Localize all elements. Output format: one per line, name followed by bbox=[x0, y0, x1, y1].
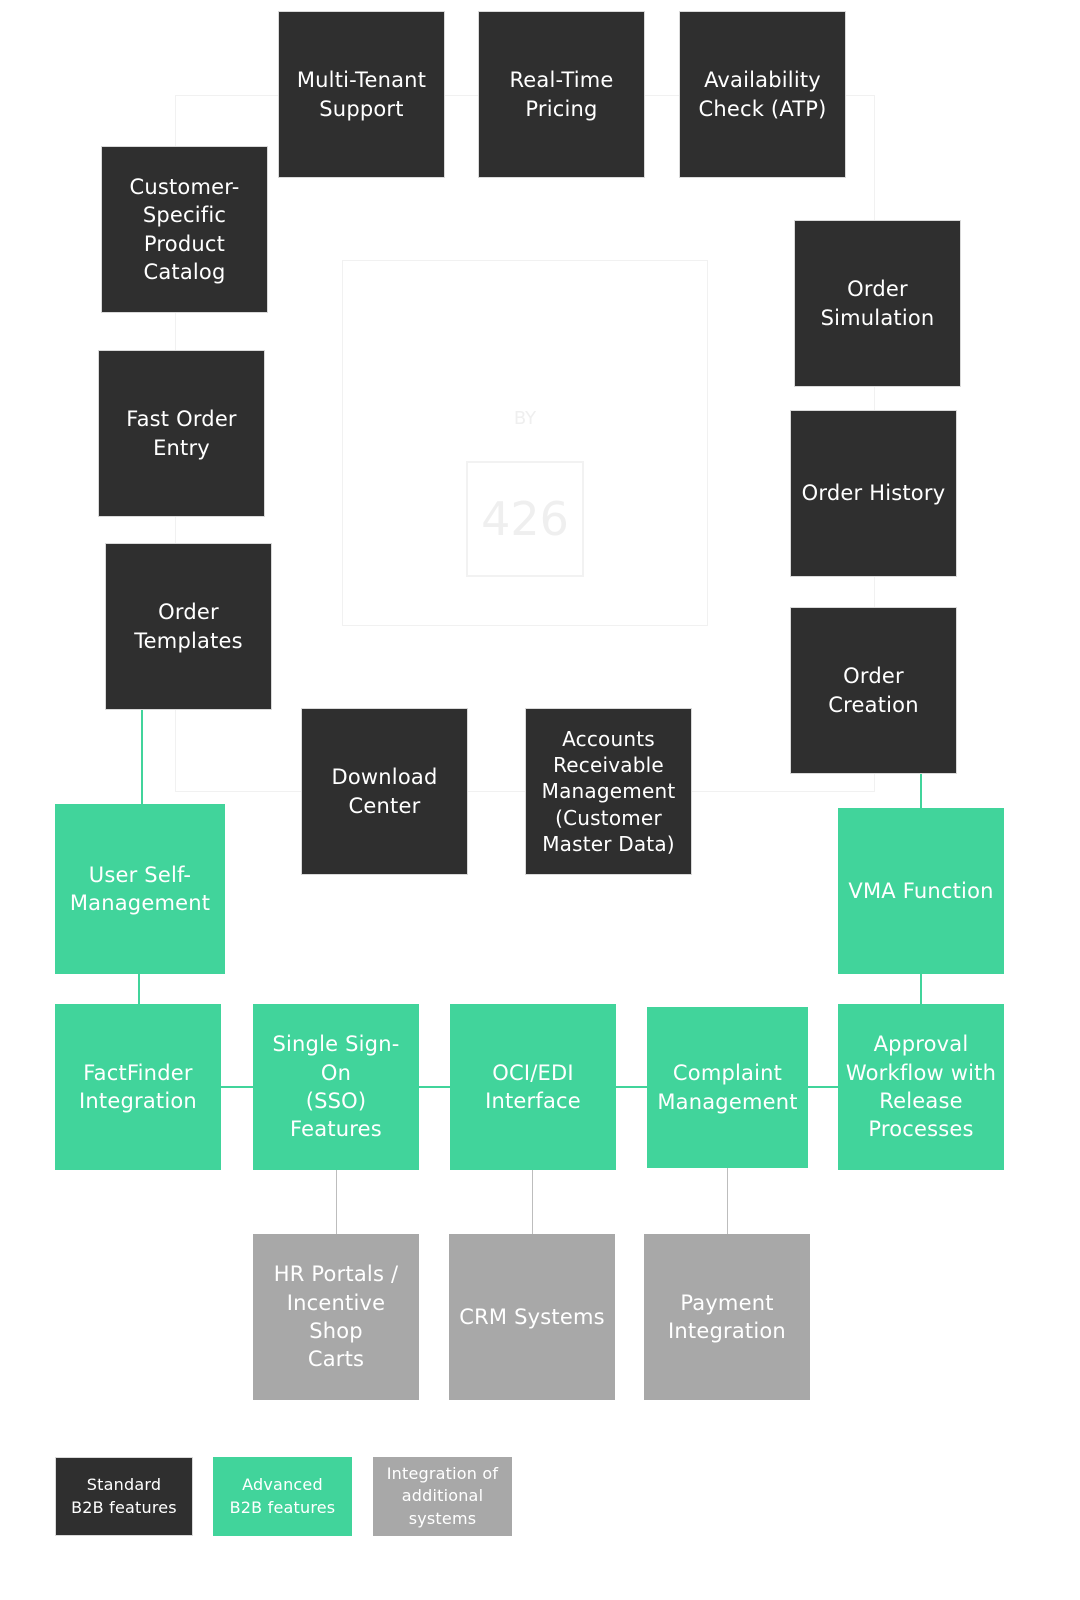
background-inner-frame bbox=[342, 260, 708, 626]
box-order-templates: Order Templates bbox=[105, 543, 272, 710]
box-real-time-pricing: Real-Time Pricing bbox=[478, 11, 645, 178]
watermark-number: 426 bbox=[466, 461, 584, 577]
watermark-by: BY bbox=[513, 408, 537, 429]
box-vma-function: VMA Function bbox=[838, 808, 1004, 974]
box-fast-order-entry: Fast Order Entry bbox=[98, 350, 265, 517]
legend-advanced: Advanced B2B features bbox=[213, 1457, 352, 1536]
box-hr-portals: HR Portals / Incentive Shop Carts bbox=[253, 1234, 419, 1400]
box-availability-check: Availability Check (ATP) bbox=[679, 11, 846, 178]
connector-oci-to-crm bbox=[532, 1169, 533, 1235]
connector-vma-to-approval bbox=[920, 973, 922, 1005]
box-oci-edi-interface: OCI/EDI Interface bbox=[450, 1004, 616, 1170]
box-order-history: Order History bbox=[790, 410, 957, 577]
box-customer-specific-catalog: Customer- Specific Product Catalog bbox=[101, 146, 268, 313]
box-factfinder-integration: FactFinder Integration bbox=[55, 1004, 221, 1170]
connector-sso-to-oci bbox=[418, 1086, 452, 1088]
connector-complaint-to-approval bbox=[807, 1086, 839, 1088]
connector-user-self-to-factfinder bbox=[138, 973, 140, 1005]
box-order-creation: Order Creation bbox=[790, 607, 957, 774]
box-order-simulation: Order Simulation bbox=[794, 220, 961, 387]
connector-factfinder-to-sso bbox=[220, 1086, 255, 1088]
box-single-sign-on: Single Sign-On (SSO) Features bbox=[253, 1004, 419, 1170]
box-accounts-receivable: Accounts Receivable Management (Customer… bbox=[525, 708, 692, 875]
connector-sso-to-hr bbox=[336, 1169, 337, 1235]
box-crm-systems: CRM Systems bbox=[449, 1234, 615, 1400]
legend-integration: Integration of additional systems bbox=[373, 1457, 512, 1536]
box-download-center: Download Center bbox=[301, 708, 468, 875]
connector-order-creation-to-vma bbox=[920, 774, 922, 809]
box-approval-workflow: Approval Workflow with Release Processes bbox=[838, 1004, 1004, 1170]
connector-templates-to-user-self bbox=[141, 710, 143, 805]
box-user-self-management: User Self- Management bbox=[55, 804, 225, 974]
connector-oci-to-complaint bbox=[615, 1086, 648, 1088]
connector-complaint-to-payment bbox=[727, 1167, 728, 1235]
box-complaint-management: Complaint Management bbox=[647, 1007, 808, 1168]
box-multi-tenant-support: Multi-Tenant Support bbox=[278, 11, 445, 178]
box-payment-integration: Payment Integration bbox=[644, 1234, 810, 1400]
legend-standard: Standard B2B features bbox=[55, 1457, 193, 1536]
